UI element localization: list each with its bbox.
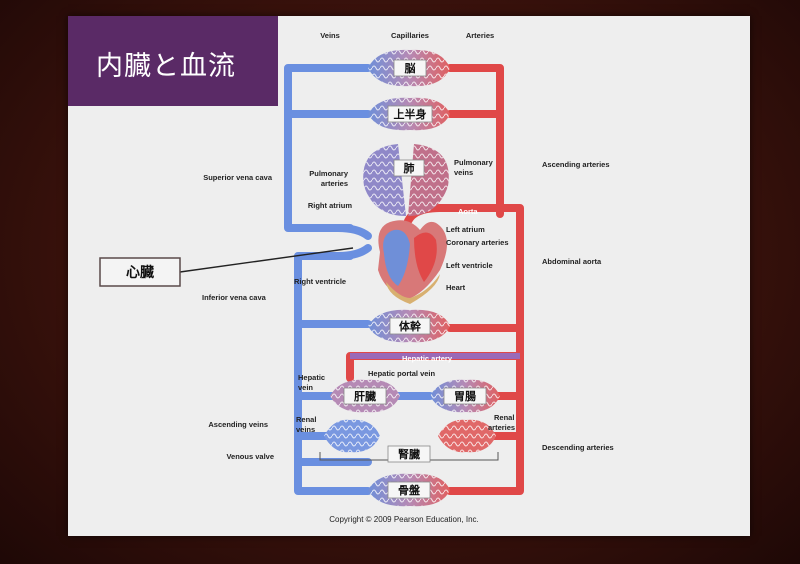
- organ-label-pelvis: 骨盤: [398, 483, 421, 497]
- organ-label-stomach-intestine: 胃腸: [454, 390, 476, 403]
- organ-label-liver: 肝臓: [354, 389, 376, 403]
- label-right-ventricle: Right ventricle: [294, 277, 346, 286]
- label-pulmonary-veins-2: veins: [454, 168, 473, 177]
- label-inferior-vena-cava: Inferior vena cava: [202, 293, 267, 302]
- title-bar: 内臓と血流: [68, 16, 278, 106]
- label-aorta: Aorta: [458, 207, 478, 216]
- organ-label-trunk: 体幹: [399, 319, 421, 333]
- label-hepatic-vein-1: Hepatic: [298, 373, 325, 382]
- kidney-capillary-left: [324, 419, 380, 453]
- label-descending-arteries: Descending arteries: [542, 443, 614, 452]
- label-ascending-veins: Ascending veins: [208, 420, 268, 429]
- text-labels: Veins Capillaries Arteries Superior vena…: [202, 31, 614, 524]
- organ-label-kidney: 腎臓: [398, 447, 420, 461]
- organ-boxes: 脳 上半身 肺 体幹 肝臓 胃腸 腎臓 骨盤: [343, 59, 487, 499]
- label-hepatic-vein-2: vein: [298, 383, 313, 392]
- label-capillaries: Capillaries: [391, 31, 429, 40]
- slide-title: 内臓と血流: [96, 51, 236, 82]
- callout-label: 心臓: [126, 264, 154, 281]
- label-renal-veins-1: Renal: [296, 415, 316, 424]
- label-coronary-arteries: Coronary arteries: [446, 238, 509, 247]
- label-pulmonary-arteries-1: Pulmonary: [309, 169, 349, 178]
- label-left-atrium: Left atrium: [446, 225, 485, 234]
- heart-callout: 心臓: [99, 247, 354, 287]
- label-arteries: Arteries: [466, 31, 494, 40]
- label-heart: Heart: [446, 283, 466, 292]
- label-renal-arteries-2: arteries: [488, 423, 515, 432]
- organ-label-lungs: 肺: [404, 161, 415, 175]
- copyright-text: Copyright © 2009 Pearson Education, Inc.: [329, 515, 479, 524]
- label-renal-veins-2: veins: [296, 425, 315, 434]
- label-pulmonary-veins-1: Pulmonary: [454, 158, 494, 167]
- label-renal-arteries-1: Renal: [494, 413, 514, 422]
- presentation-slide: 内臓と血流: [68, 16, 750, 536]
- kidney-capillary-right: [438, 419, 496, 453]
- label-venous-valve: Venous valve: [226, 452, 274, 461]
- label-left-ventricle: Left ventricle: [446, 261, 493, 270]
- label-pulmonary-arteries-2: arteries: [321, 179, 348, 188]
- label-ascending-arteries: Ascending arteries: [542, 160, 610, 169]
- label-abdominal-aorta: Abdominal aorta: [542, 257, 602, 266]
- label-superior-vena-cava: Superior vena cava: [203, 173, 273, 182]
- organ-label-upper-body: 上半身: [394, 107, 427, 121]
- label-veins: Veins: [320, 31, 340, 40]
- label-right-atrium: Right atrium: [308, 201, 352, 210]
- lungs-graphic: [363, 144, 449, 216]
- organ-label-brain: 脳: [405, 62, 416, 75]
- label-hepatic-portal-vein: Hepatic portal vein: [368, 369, 436, 378]
- heart-graphic: [378, 220, 447, 304]
- label-hepatic-artery: Hepatic artery: [402, 354, 453, 363]
- circulation-diagram: 脳 上半身 肺 体幹 肝臓 胃腸 腎臓 骨盤 心臓: [99, 31, 614, 524]
